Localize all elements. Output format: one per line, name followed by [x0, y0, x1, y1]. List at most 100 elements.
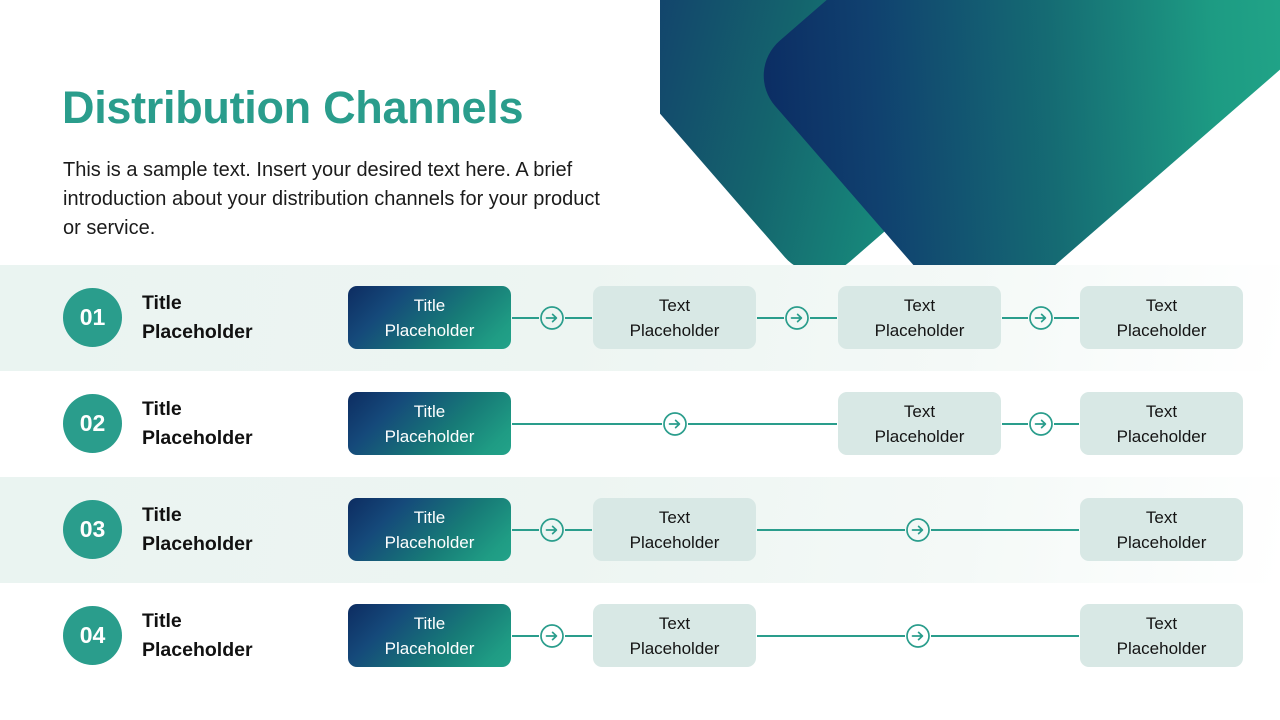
connector-line: [565, 529, 592, 531]
step-label-line2: Placeholder: [1116, 320, 1207, 340]
flow-connector: [1002, 412, 1079, 436]
decorative-shapes: [660, 0, 1280, 290]
arrow-right-circle-icon: [906, 518, 930, 542]
connector-line: [1002, 423, 1028, 425]
arrow-right-circle-icon: [540, 306, 564, 330]
flow-connector: [757, 624, 1079, 648]
step-label-line1: Text: [658, 613, 691, 633]
step-label-line1: Text: [658, 507, 691, 527]
row-title-line2: Placeholder: [142, 533, 253, 555]
page-subtitle: This is a sample text. Insert your desir…: [63, 159, 600, 239]
connector-line: [565, 635, 592, 637]
step-label-line1: Text: [903, 401, 936, 421]
step-label-line2: Placeholder: [629, 320, 720, 340]
arrow-right-circle-icon: [540, 518, 564, 542]
step-label-line2: Placeholder: [629, 532, 720, 552]
flow-connector: [757, 518, 1079, 542]
connector-line: [757, 529, 905, 531]
step-label-line2: Placeholder: [384, 532, 475, 552]
arrow-right-circle-icon: [1028, 412, 1053, 436]
flow-connector: [512, 518, 592, 542]
connector-line: [1053, 317, 1079, 319]
step-label-line2: Placeholder: [384, 320, 475, 340]
row-number-badge: 04: [63, 606, 122, 665]
connector-line: [512, 635, 539, 637]
connector-line: [931, 529, 1079, 531]
row-title-line2: Placeholder: [142, 427, 253, 449]
connector-line: [757, 317, 784, 319]
step-label-line2: Placeholder: [629, 638, 720, 658]
row-title-line1: Title: [142, 292, 182, 314]
step-label-line1: Text: [1145, 401, 1178, 421]
step-label-line1: Title: [413, 613, 446, 633]
step-label-line2: Placeholder: [1116, 638, 1207, 658]
flow-connector: [757, 306, 837, 330]
step-label-line1: Text: [903, 295, 936, 315]
step-label-line1: Title: [413, 295, 446, 315]
step-label-line1: Title: [413, 507, 446, 527]
connector-line: [810, 317, 837, 319]
step-label-line2: Placeholder: [874, 320, 965, 340]
row-number-badge: 01: [63, 288, 122, 347]
flow-connector: [512, 412, 837, 436]
row-number-badge: 02: [63, 394, 122, 453]
step-label-line2: Placeholder: [1116, 426, 1207, 446]
step-label-line2: Placeholder: [874, 426, 965, 446]
arrow-right-circle-icon: [540, 624, 564, 648]
arrow-right-circle-icon: [1028, 306, 1053, 330]
row-title-line1: Title: [142, 398, 182, 420]
row-title-line2: Placeholder: [142, 321, 253, 343]
connector-line: [757, 635, 905, 637]
step-label-line1: Text: [1145, 295, 1178, 315]
page-title: Distribution Channels: [62, 82, 524, 133]
row-title-line1: Title: [142, 504, 182, 526]
connector-line: [512, 529, 539, 531]
arrow-right-circle-icon: [785, 306, 809, 330]
decorative-shape-back: [660, 0, 1042, 290]
step-label-line1: Text: [658, 295, 691, 315]
connector-line: [1002, 317, 1028, 319]
arrow-right-circle-icon: [906, 624, 930, 648]
connector-line: [565, 317, 592, 319]
flow-connector: [1002, 306, 1079, 330]
arrow-right-circle-icon: [662, 412, 687, 436]
row-title-line1: Title: [142, 610, 182, 632]
step-label-line1: Text: [1145, 507, 1178, 527]
flow-connector: [512, 624, 592, 648]
connector-line: [512, 317, 539, 319]
decorative-shape-front: [744, 0, 1280, 290]
flow-connector: [512, 306, 592, 330]
connector-line: [687, 423, 837, 425]
step-label-line2: Placeholder: [1116, 532, 1207, 552]
connector-line: [1053, 423, 1079, 425]
step-label-line1: Text: [1145, 613, 1178, 633]
step-label-line2: Placeholder: [384, 426, 475, 446]
connector-line: [931, 635, 1079, 637]
row-title-line2: Placeholder: [142, 639, 253, 661]
connector-line: [512, 423, 662, 425]
row-number-badge: 03: [63, 500, 122, 559]
step-label-line2: Placeholder: [384, 638, 475, 658]
